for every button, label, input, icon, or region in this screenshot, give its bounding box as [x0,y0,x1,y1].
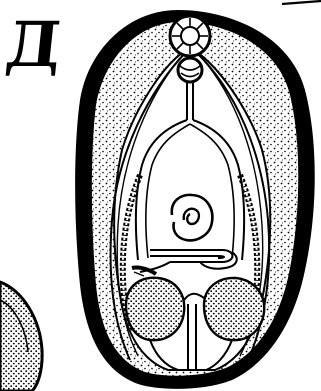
testis-right [204,278,264,340]
neighbour-specimen-fragment [0,282,42,391]
ventral-sucker [172,195,213,240]
oral-sucker [170,16,210,56]
panel-label: Д [3,14,65,76]
pharynx [178,58,202,82]
testis-left [126,278,184,340]
edge-stroke [282,1,321,4]
